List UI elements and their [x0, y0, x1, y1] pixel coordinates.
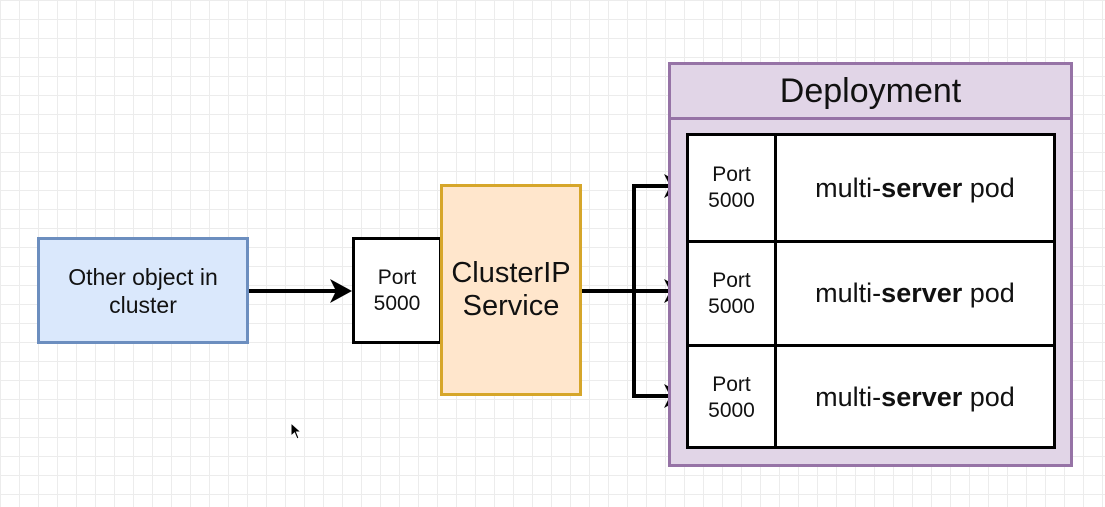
- deployment-container: Deployment Port 5000 multi-server pod Po…: [668, 62, 1073, 467]
- pod-port-label: Port: [712, 372, 751, 396]
- pod-port-value: 5000: [708, 294, 755, 318]
- pod-name-bold: server: [881, 382, 963, 412]
- service-port-label: Port: [377, 265, 417, 289]
- pod-name: multi-server pod: [777, 347, 1053, 448]
- pod-list: Port 5000 multi-server pod Port 5000 mul…: [686, 133, 1056, 449]
- pod-row: Port 5000 multi-server pod: [689, 136, 1053, 240]
- pod-name: multi-server pod: [777, 136, 1053, 240]
- arrowhead-service-port: [330, 279, 352, 303]
- pod-name: multi-server pod: [777, 243, 1053, 344]
- pod-name-suffix: pod: [962, 278, 1015, 308]
- pod-port-cell: Port 5000: [689, 136, 777, 240]
- arrow-service-to-pod-3: [632, 291, 676, 398]
- pod-row: Port 5000 multi-server pod: [689, 344, 1053, 448]
- pod-name-bold: server: [881, 278, 963, 308]
- pod-port-cell: Port 5000: [689, 243, 777, 344]
- service-port-node: Port 5000: [352, 237, 442, 344]
- pod-name-suffix: pod: [962, 172, 1015, 203]
- pod-port-label: Port: [712, 268, 751, 292]
- service-label-line2: Service: [462, 290, 560, 322]
- pod-name-prefix: multi-: [815, 278, 882, 308]
- arrow-service-to-pod-1: [582, 184, 676, 293]
- other-object-label-line1: Other object in: [68, 263, 218, 290]
- other-object-node: Other object in cluster: [37, 237, 249, 344]
- pod-port-cell: Port 5000: [689, 347, 777, 448]
- pod-port-value: 5000: [708, 398, 755, 422]
- other-object-label-line2: cluster: [109, 291, 177, 318]
- pod-row: Port 5000 multi-server pod: [689, 240, 1053, 344]
- pod-name-prefix: multi-: [815, 382, 882, 412]
- mouse-cursor-icon: [290, 421, 303, 440]
- service-port-value: 5000: [373, 291, 421, 315]
- pod-port-label: Port: [712, 163, 751, 186]
- service-label-line1: ClusterIP: [451, 257, 571, 289]
- pod-name-suffix: pod: [962, 382, 1015, 412]
- pod-name-bold: server: [881, 172, 963, 203]
- pod-name-prefix: multi-: [815, 172, 882, 203]
- clusterip-service-node: ClusterIP Service: [440, 184, 582, 396]
- deployment-title: Deployment: [671, 65, 1070, 120]
- pod-port-value: 5000: [708, 189, 755, 212]
